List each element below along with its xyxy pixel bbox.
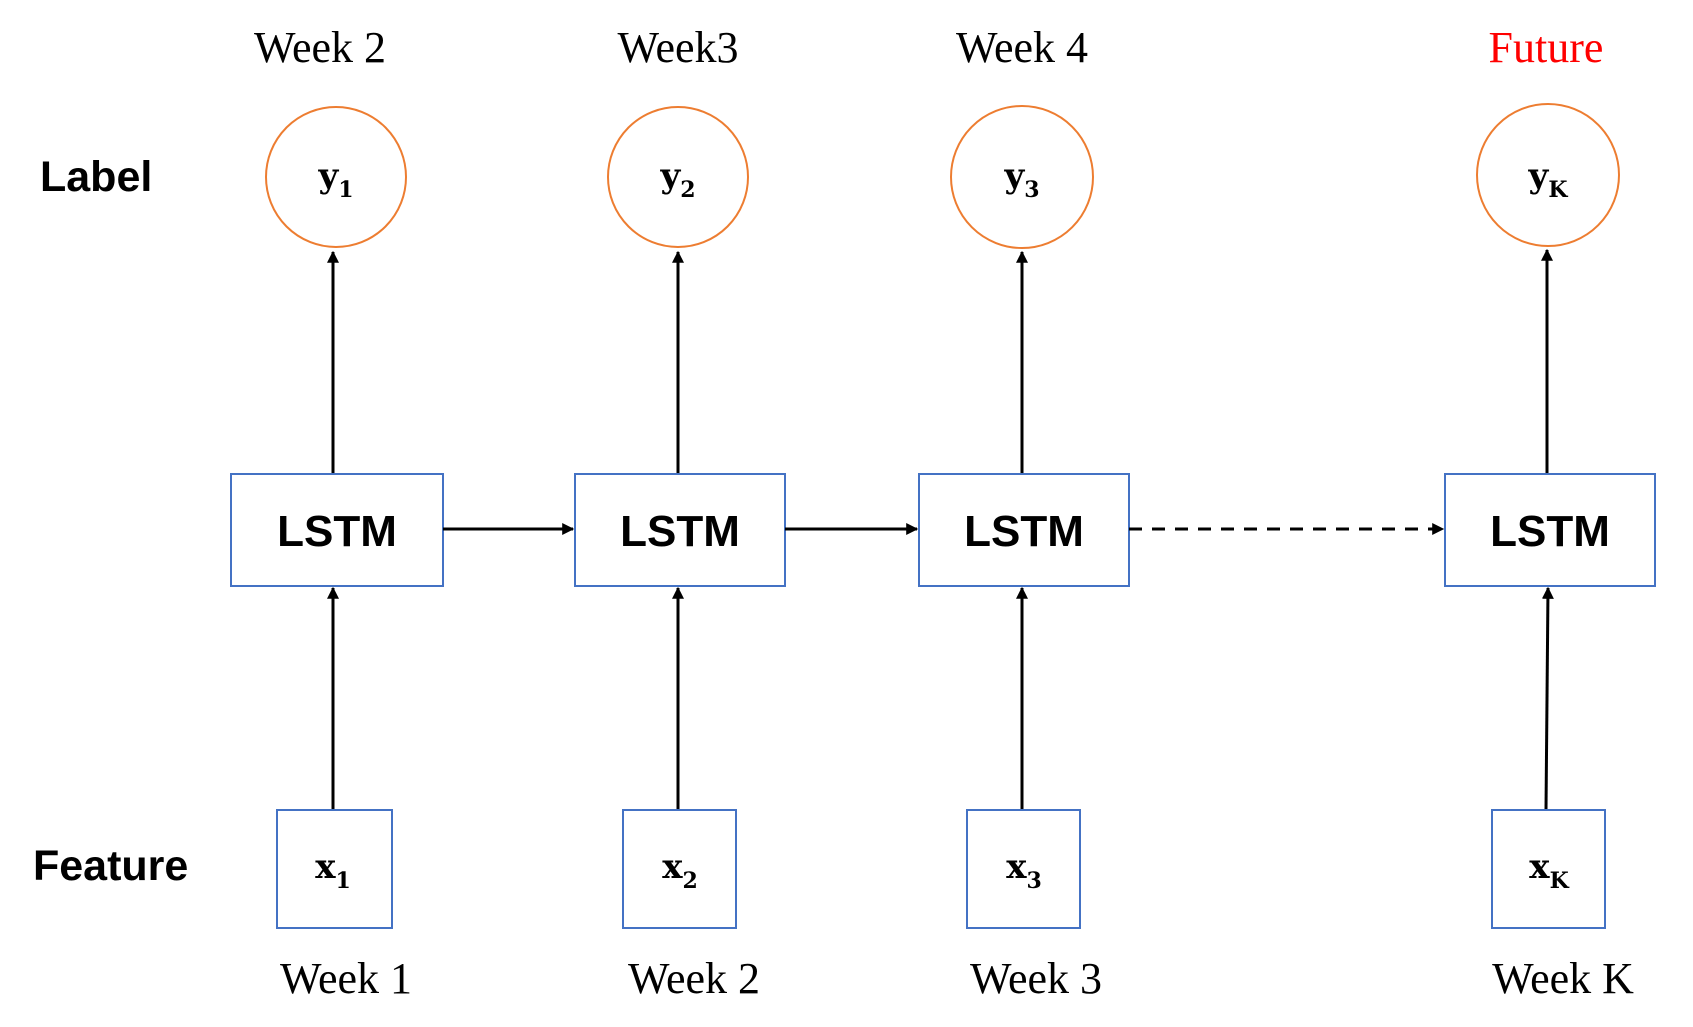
lstm-cell-label: LSTM xyxy=(277,507,397,556)
feature-node xyxy=(622,809,737,929)
row-label-feature: Feature xyxy=(33,842,188,890)
feature-variable: x3 xyxy=(1006,847,1042,894)
feature-variable: xK xyxy=(1529,847,1569,894)
top-week-label-future: Future xyxy=(1489,23,1604,72)
label-variable: y1 xyxy=(317,156,353,203)
label-node xyxy=(950,105,1094,249)
feature-node xyxy=(276,809,393,929)
bottom-week-label: Week 3 xyxy=(970,954,1102,1003)
bottom-week-label: Week 1 xyxy=(280,954,412,1003)
top-week-label: Week 2 xyxy=(254,23,386,72)
lstm-cell-label: LSTM xyxy=(964,507,1084,556)
column-1: Week 2 y1 LSTM x1 Week 1 xyxy=(230,23,444,1003)
label-variable: yK xyxy=(1528,156,1569,203)
lstm-cell-label: LSTM xyxy=(1490,507,1610,556)
lstm-cell xyxy=(918,473,1130,587)
top-week-label: Week 4 xyxy=(956,23,1088,72)
column-4: Future yK LSTM xK Week K xyxy=(1444,23,1656,1003)
top-week-label: Week3 xyxy=(617,23,738,72)
bottom-week-label: Week K xyxy=(1492,954,1634,1003)
column-3: Week 4 y3 LSTM x3 Week 3 xyxy=(918,23,1130,1003)
feature-node xyxy=(966,809,1081,929)
label-node xyxy=(265,106,407,248)
column-2: Week3 y2 LSTM x2 Week 2 xyxy=(574,23,786,1003)
lstm-cell-label: LSTM xyxy=(620,507,740,556)
lstm-cell xyxy=(574,473,786,587)
label-variable: y2 xyxy=(659,156,695,203)
arrow-from-feature xyxy=(1541,586,1554,811)
label-node xyxy=(1476,103,1620,247)
label-node xyxy=(607,106,749,248)
lstm-cell xyxy=(230,473,444,587)
feature-variable: x1 xyxy=(315,847,351,894)
bottom-week-label: Week 2 xyxy=(628,954,760,1003)
feature-variable: x2 xyxy=(662,847,698,894)
lstm-cell xyxy=(1444,473,1656,587)
feature-node xyxy=(1491,809,1606,929)
row-label-label: Label xyxy=(40,153,152,201)
label-variable: y3 xyxy=(1003,156,1039,203)
